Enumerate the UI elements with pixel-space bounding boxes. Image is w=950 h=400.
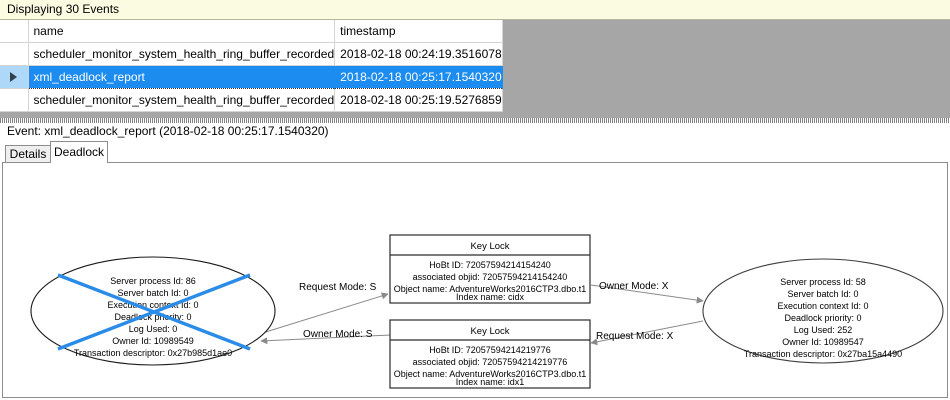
winner-line-7: Transaction descriptor: 0x27ba15a4490 (744, 349, 902, 359)
tab-deadlock[interactable]: Deadlock (50, 141, 108, 163)
row-selector-cell[interactable] (0, 64, 29, 89)
edge-label-request-mode-x: Request Mode: X (596, 331, 674, 342)
cell-timestamp[interactable]: 2018-02-18 00:25:17.1540320 (334, 64, 503, 89)
victim-line-6: Owner Id: 10989549 (112, 336, 194, 346)
column-header-timestamp[interactable]: timestamp (334, 20, 503, 43)
cell-name[interactable]: scheduler_monitor_system_health_ring_buf… (28, 88, 336, 112)
resource-bottom-line-3: Object name: AdventureWorks2016CTP3.dbo.… (394, 369, 586, 379)
victim-line-1: Server process Id: 86 (110, 276, 196, 286)
victim-line-2: Server batch Id: 0 (117, 288, 188, 298)
victim-cross-icon (57, 273, 251, 351)
cell-timestamp[interactable]: 2018-02-18 00:25:19.5276859 (334, 88, 503, 112)
row-selector-cell[interactable] (0, 88, 29, 112)
tabstrip: Details Deadlock (0, 141, 950, 163)
resource-top-line-1: HoBt ID: 72057594214154240 (429, 260, 551, 270)
resource-top-line-3: Object name: AdventureWorks2016CTP3.dbo.… (394, 284, 586, 294)
resource-bottom-box[interactable] (389, 319, 591, 389)
winner-line-6: Owner Id: 10989547 (782, 337, 864, 347)
edge-line (260, 334, 392, 345)
resource-bottom-line-1: HoBt ID: 72057594214219776 (429, 345, 551, 355)
edge-owner-mode-x: Owner Mode: X (590, 281, 704, 304)
winner-line-4: Deadlock priority: 0 (784, 313, 861, 323)
winner-line-2: Server batch Id: 0 (787, 289, 858, 299)
winner-process-ellipse[interactable] (702, 258, 944, 364)
node-resource-key-lock-top[interactable]: Key Lock HoBt ID: 72057594214154240 asso… (389, 234, 591, 304)
resource-bottom-line-2: associated objid: 72057594214219776 (413, 357, 568, 367)
victim-line-7: Transaction descriptor: 0x27b985d1ae0 (74, 348, 232, 358)
column-header-selector[interactable] (0, 20, 29, 43)
edge-label-owner-mode-x: Owner Mode: X (599, 281, 669, 292)
row-selector-cell[interactable] (0, 42, 29, 66)
tab-details[interactable]: Details (5, 145, 51, 163)
table-row[interactable]: scheduler_monitor_system_health_ring_buf… (0, 88, 503, 112)
resource-bottom-line-4: Index name: idx1 (456, 377, 525, 387)
resource-top-line-4: Index name: cidx (456, 292, 525, 302)
cell-name[interactable]: scheduler_monitor_system_health_ring_buf… (28, 42, 336, 66)
table-row[interactable]: scheduler_monitor_system_health_ring_buf… (0, 42, 503, 66)
resource-bottom-title: Key Lock (470, 326, 509, 337)
cell-timestamp[interactable]: 2018-02-18 00:24:19.3516078 (334, 42, 503, 66)
cell-name[interactable]: xml_deadlock_report (28, 64, 336, 89)
victim-line-3: Execution context Id: 0 (107, 300, 198, 310)
deadlock-graph-canvas[interactable]: Request Mode: S Owner Mode: S Owner Mode… (2, 162, 948, 398)
events-grid-container[interactable]: name timestamp scheduler_monitor_system_… (0, 20, 950, 118)
winner-line-1: Server process Id: 58 (780, 277, 866, 287)
event-header-label: Event: xml_deadlock_report (2018-02-18 0… (0, 123, 950, 141)
edge-line (590, 284, 704, 304)
node-resource-key-lock-bottom[interactable]: Key Lock HoBt ID: 72057594214219776 asso… (389, 319, 591, 389)
edge-request-mode-x: Request Mode: X (590, 320, 704, 346)
victim-line-4: Deadlock priority: 0 (114, 312, 191, 322)
row-selector-arrow-icon (10, 72, 18, 83)
deadlock-graph-svg: Request Mode: S Owner Mode: S Owner Mode… (30, 234, 944, 389)
events-grid[interactable]: name timestamp scheduler_monitor_system_… (0, 20, 503, 112)
table-row[interactable]: xml_deadlock_report 2018-02-18 00:25:17.… (0, 64, 503, 89)
edge-request-mode-s: Request Mode: S (255, 282, 389, 336)
winner-line-3: Execution context Id: 0 (777, 301, 868, 311)
edge-label-owner-mode-s: Owner Mode: S (303, 329, 373, 340)
resource-top-title: Key Lock (470, 241, 509, 252)
winner-line-5: Log Used: 252 (794, 325, 853, 335)
grid-header-row: name timestamp (0, 20, 503, 43)
resource-top-line-2: associated objid: 72057594214154240 (413, 272, 568, 282)
victim-line-5: Log Used: 0 (129, 324, 178, 334)
node-victim-process[interactable]: Server process Id: 86 Server batch Id: 0… (30, 256, 276, 366)
edge-line (590, 320, 704, 346)
horizontal-splitter[interactable] (0, 118, 950, 123)
status-banner: Displaying 30 Events (0, 0, 950, 20)
edge-owner-mode-s: Owner Mode: S (260, 329, 392, 345)
node-winner-process[interactable]: Server process Id: 58 Server batch Id: 0… (702, 258, 944, 364)
edge-label-request-mode-s: Request Mode: S (299, 282, 377, 293)
edge-line (255, 292, 389, 336)
resource-top-box[interactable] (389, 234, 591, 304)
column-header-name[interactable]: name (28, 20, 336, 43)
